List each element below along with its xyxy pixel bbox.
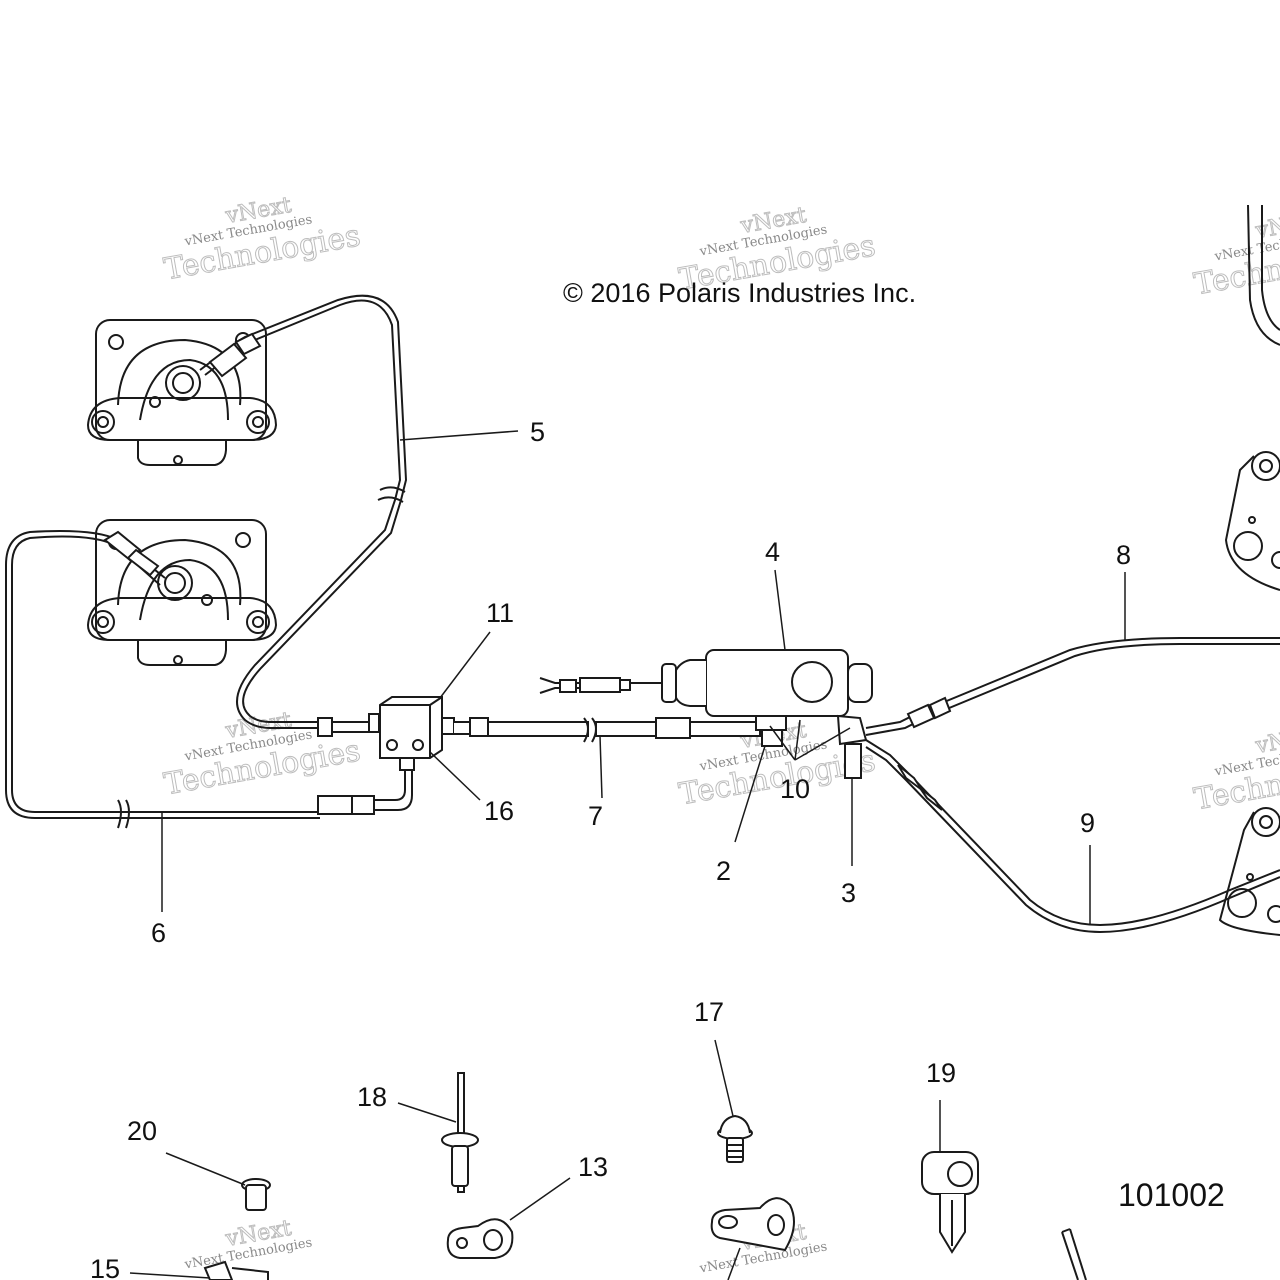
right-edge-parts bbox=[1218, 204, 1280, 936]
watermark-2: vNext vNext Technologies Technologies bbox=[676, 202, 879, 298]
rivet-18 bbox=[441, 1072, 479, 1193]
watermark-3: vNext vNext Technologies Technologies bbox=[161, 707, 364, 803]
leader-lines bbox=[129, 430, 1126, 1280]
brake-line-8 bbox=[865, 637, 1280, 736]
watermark-5: vNext vNext Technologies Technologies bbox=[1191, 207, 1280, 303]
callout-3: 3 bbox=[841, 878, 856, 908]
bracket-15 bbox=[203, 1260, 269, 1280]
watermark-6: vNext vNext Technologies Technologies bbox=[1191, 722, 1280, 818]
callout-7: 7 bbox=[588, 801, 603, 831]
brake-line-6 bbox=[5, 530, 413, 829]
callout-15: 15 bbox=[90, 1254, 120, 1280]
callout-16: 16 bbox=[484, 796, 514, 826]
watermark-7: vNext vNext Technologies bbox=[183, 1215, 314, 1272]
callout-20: 20 bbox=[127, 1116, 157, 1146]
callout-9: 9 bbox=[1080, 808, 1095, 838]
diagram-id: 101002 bbox=[1118, 1177, 1225, 1213]
plug-20 bbox=[241, 1178, 271, 1211]
callout-10: 10 bbox=[780, 774, 810, 804]
brake-line-9 bbox=[865, 739, 1280, 934]
callout-11: 11 bbox=[486, 598, 514, 628]
clip-14 bbox=[710, 1197, 795, 1252]
callout-8: 8 bbox=[1116, 540, 1131, 570]
brake-line-7 bbox=[487, 717, 761, 743]
callout-2: 2 bbox=[716, 856, 731, 886]
brake-caliper-upper bbox=[86, 319, 278, 466]
callout-13: 13 bbox=[578, 1152, 608, 1182]
clip-13 bbox=[446, 1218, 514, 1259]
callout-17: 17 bbox=[694, 997, 724, 1027]
callout-5: 5 bbox=[530, 417, 545, 447]
watermark-1: vNext vNext Technologies Technologies bbox=[161, 192, 364, 288]
fastener-19 bbox=[921, 1151, 979, 1254]
copyright-text: © 2016 Polaris Industries Inc. bbox=[563, 278, 916, 308]
callout-6: 6 bbox=[151, 918, 166, 948]
brake-line-5 bbox=[199, 294, 408, 729]
callout-18: 18 bbox=[357, 1082, 387, 1112]
screw-17 bbox=[717, 1114, 753, 1163]
master-cylinder bbox=[539, 649, 873, 779]
callout-19: 19 bbox=[926, 1058, 956, 1088]
callout-labels: 5 6 11 16 7 4 8 9 10 2 3 17 18 19 20 13 … bbox=[90, 417, 1131, 1280]
callout-4: 4 bbox=[765, 537, 780, 567]
brake-caliper-lower bbox=[86, 519, 278, 666]
rod-partial bbox=[1061, 1228, 1087, 1280]
